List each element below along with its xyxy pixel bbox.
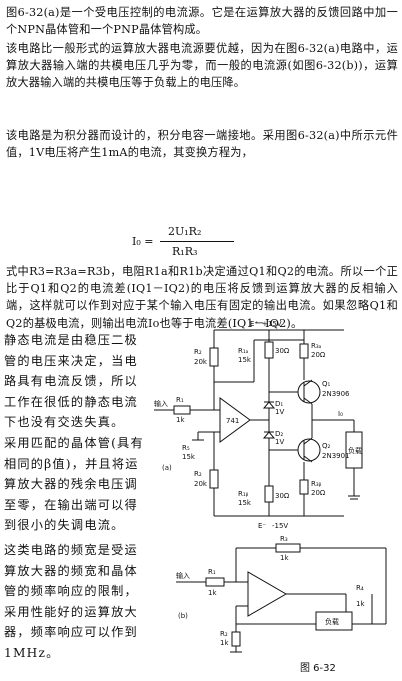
label-r5-value: 15k <box>182 453 196 461</box>
equation-denominator: R₁R₃ <box>172 245 198 258</box>
label-r1: R₁ <box>176 396 184 404</box>
label-b-r4: R₄ <box>356 584 364 592</box>
label-b-r3-value: 1k <box>280 554 289 562</box>
label-b-r1-value: 1k <box>208 589 217 597</box>
label-b-r1: R₁ <box>208 568 216 576</box>
label-opamp: 741 <box>226 417 239 425</box>
label-r3a: R₃ₐ <box>311 342 322 350</box>
label-r3b-value: 20Ω <box>311 489 326 497</box>
label-input-a: 输入 <box>154 399 168 408</box>
label-load-a: 负载 <box>348 446 362 455</box>
label-r2a: R₂ <box>194 348 202 356</box>
label-r1a-value: 15k <box>238 356 252 364</box>
label-d2: D₂ <box>275 430 283 438</box>
equation-lhs: I₀ = <box>132 235 154 248</box>
circuit-diagram-b: 输入 R₁ 1k R₃ 1k R₂ 1k R₄ 1k 负载 (b) <box>176 535 387 653</box>
label-q2: Q₂ <box>322 442 331 450</box>
label-r2b-value: 20k <box>194 480 208 488</box>
label-r2b: R₂ <box>194 470 202 478</box>
label-input-b: 输入 <box>176 571 190 580</box>
label-b-r2-value: 1k <box>220 639 229 647</box>
label-b-r4-value: 1k <box>356 600 365 608</box>
label-fig-b: (b) <box>178 612 188 620</box>
label-d2-value: 1V <box>275 438 284 446</box>
label-r1a: R₁ₐ <box>238 347 249 355</box>
label-r3b: R₃ᵦ <box>311 480 322 488</box>
label-r1b-value: 15k <box>238 499 252 507</box>
label-r-top: 30Ω <box>275 347 290 355</box>
label-eplus: E⁺ <box>250 320 258 328</box>
label-q1: Q₁ <box>322 380 331 388</box>
label-d1: D₁ <box>275 400 283 408</box>
side-paragraph-2: 采用匹配的晶体管(具有相同的β值)，并且将运算放大器的残余电压调至零，在输出端可… <box>4 436 144 533</box>
label-b-r2: R₂ <box>220 630 228 638</box>
label-r-bot: 30Ω <box>275 492 290 500</box>
label-vplus: +15V <box>262 320 282 328</box>
label-q1-type: 2N3906 <box>322 390 350 398</box>
label-r1-value: 1k <box>176 416 185 424</box>
paragraph-4: 式中R3=R3a=R3b，电阻R1a和R1b决定通过Q1和Q2的电流。所以一个正… <box>6 265 398 330</box>
fraction-bar <box>160 241 234 242</box>
label-d1-value: 1V <box>275 408 284 416</box>
paragraph-1: 图6-32(a)是一个受电压控制的电流源。它是在运算放大器的反馈回路中加一个NP… <box>6 6 398 37</box>
label-r5: R₅ <box>182 444 190 452</box>
label-q2-type: 2N3901 <box>322 452 350 460</box>
paragraph-2: 该电路比一般形式的运算放大器电流源要优越，因为在图6-32(a)电路中，运算放大… <box>6 42 398 90</box>
figure-caption: 图 6-32 <box>300 663 336 674</box>
paragraph-3: 该电路是为积分器而设计的，积分电容一端接地。采用图6-32(a)中所示元件值，1… <box>6 129 398 160</box>
label-r2a-value: 20k <box>194 358 208 366</box>
conversion-equation: I₀ = 2U₁R₂ R₁R₃ <box>132 225 252 263</box>
label-eminus: E⁻ <box>258 522 266 530</box>
circuit-diagram-a: +15V E⁺ -15V E⁻ 输入 R₁ 1k R₂ 20k R₂ 20k 3… <box>154 320 363 530</box>
label-io: I₀ <box>338 410 343 418</box>
label-r1b: R₁ᵦ <box>238 490 249 498</box>
label-load-b: 负载 <box>325 617 339 626</box>
side-paragraph-1: 静态电流是由稳压二极管的电压来决定，当电路具有电流反馈，所以工作在很低的静态电流… <box>4 333 138 430</box>
equation-numerator: 2U₁R₂ <box>168 225 202 238</box>
side-paragraph-3: 这类电路的频宽是受运算放大器的频宽和晶体管的频率响应的限制，采用性能好的运算放大… <box>4 543 138 660</box>
label-vminus: -15V <box>272 522 288 530</box>
label-fig-a: (a) <box>162 464 172 472</box>
label-b-r3: R₃ <box>280 535 288 543</box>
label-r3a-value: 20Ω <box>311 351 326 359</box>
